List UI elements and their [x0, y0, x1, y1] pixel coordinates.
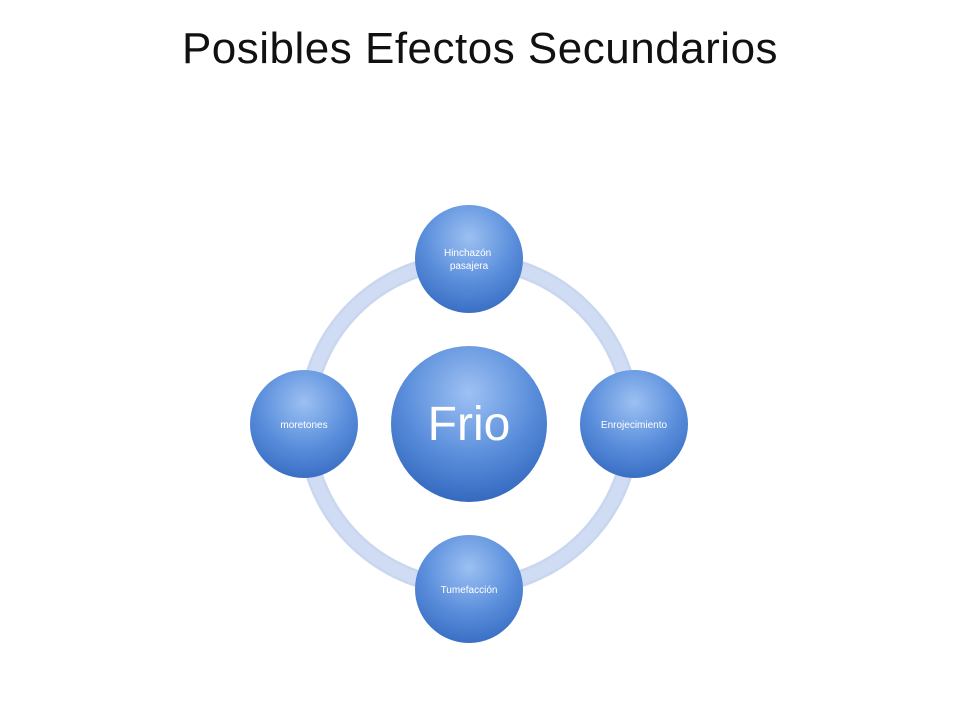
- node-enrojecimiento-label: Enrojecimiento: [601, 420, 668, 431]
- node-enrojecimiento: [580, 370, 688, 478]
- node-hinchazon: [415, 205, 523, 313]
- node-hinchazon-label: Hinchazón pasajera: [444, 248, 494, 272]
- node-tumefaccion-label: Tumefacción: [441, 585, 498, 596]
- node-moretones-label: moretones: [280, 420, 327, 431]
- slide-title: Posibles Efectos Secundarios: [181, 24, 779, 73]
- node-moretones: [250, 370, 358, 478]
- node-hinchazon-line-1: Hinchazón: [444, 248, 491, 259]
- node-hinchazon-line-2: pasajera: [450, 261, 489, 272]
- center-node: [391, 346, 547, 502]
- node-tumefaccion: [415, 535, 523, 643]
- center-node-label: Frio: [428, 398, 511, 451]
